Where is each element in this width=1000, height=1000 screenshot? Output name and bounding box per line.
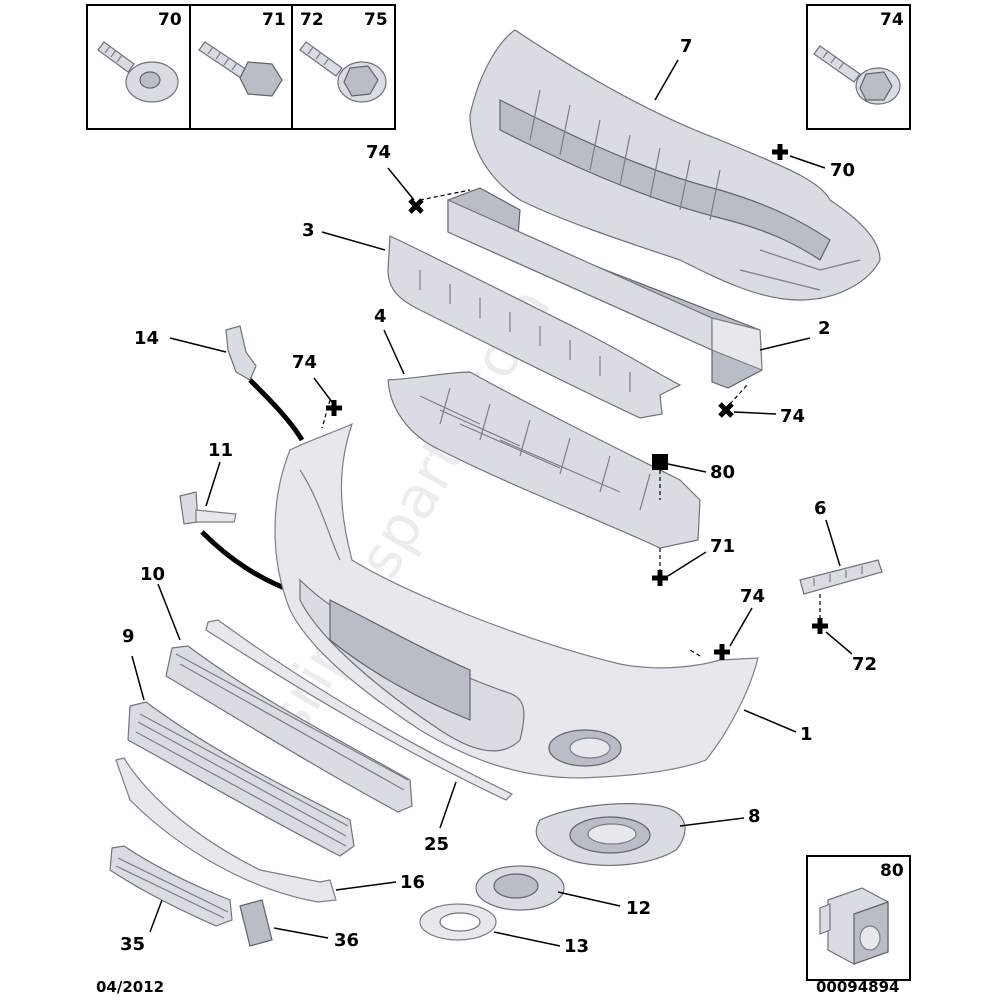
callout-7: 7	[680, 36, 693, 57]
callout-1: 1	[800, 724, 813, 745]
callout-35: 35	[120, 934, 145, 955]
callout-13: 13	[564, 936, 589, 957]
callout-74-bumper: 74	[740, 586, 765, 607]
callout-8: 8	[748, 806, 761, 827]
lower-deflector-part-4	[387, 371, 701, 549]
dashed-connectors	[321, 189, 821, 657]
callout-14: 14	[134, 328, 159, 349]
upper-grille-part-10	[165, 645, 413, 813]
callout-36: 36	[334, 930, 359, 951]
fog-lamp-part-12	[475, 865, 565, 911]
callout-2: 2	[818, 318, 831, 339]
chrome-trim-part-16	[115, 757, 337, 903]
fog-ring-part-13	[419, 903, 497, 941]
callout-70: 70	[830, 160, 855, 181]
panel-part-36	[239, 899, 273, 947]
bumper-cover-part-1	[274, 422, 759, 779]
fastener-detail-box: 70 71 72 75	[86, 4, 396, 130]
callout-74-right: 74	[780, 406, 805, 427]
marker-symbols	[326, 144, 828, 660]
bolt-72-75-icon	[299, 41, 387, 103]
lower-grille-part-9	[127, 701, 355, 857]
callout-12: 12	[626, 898, 651, 919]
footer-reference-number: 00094894	[816, 978, 900, 996]
absorber-part-3	[387, 235, 682, 419]
screw-74-detail-box: 74	[806, 4, 911, 130]
trim-strip-part-25	[205, 619, 514, 801]
plus-marker-70	[772, 144, 788, 160]
box-label-71: 71	[262, 10, 286, 30]
callout-71: 71	[710, 536, 735, 557]
box-label-75: 75	[364, 10, 388, 30]
box-label-80: 80	[880, 861, 904, 881]
box-label-70: 70	[158, 10, 182, 30]
screw-74-icon	[813, 45, 901, 105]
square-marker-80	[652, 454, 668, 470]
callout-25: 25	[424, 834, 449, 855]
callout-16: 16	[400, 872, 425, 893]
bolt-71-icon	[198, 41, 283, 97]
plus-marker-74-bumper	[714, 644, 730, 660]
cross-marker-74-top	[408, 198, 424, 214]
callout-11: 11	[208, 440, 233, 461]
callout-80: 80	[710, 462, 735, 483]
callout-74-top: 74	[366, 142, 391, 163]
bumper-beam-part-2	[447, 187, 763, 389]
fog-bezel-part-8	[535, 803, 686, 867]
callout-10: 10	[140, 564, 165, 585]
callout-72: 72	[852, 654, 877, 675]
bracket-part-6	[799, 559, 883, 595]
callout-74-left: 74	[292, 352, 317, 373]
callout-9: 9	[122, 626, 135, 647]
clip-80-detail-box: 80	[806, 855, 911, 981]
box-label-72: 72	[300, 10, 324, 30]
callout-3: 3	[302, 220, 315, 241]
plus-marker-74-left	[326, 400, 342, 416]
cage-nut-80-icon	[819, 887, 889, 965]
callout-labels: 7 70 74 3 2 74 4 14 74 80 11 71 6 10 74 …	[120, 36, 877, 957]
side-grille-part-35	[109, 845, 233, 927]
plus-marker-72	[812, 618, 828, 634]
footer-date: 04/2012	[96, 978, 164, 996]
leader-lines	[131, 59, 853, 947]
bracket-part-14	[225, 325, 305, 442]
clip-70-icon	[97, 41, 179, 103]
box-label-74: 74	[880, 10, 904, 30]
callout-6: 6	[814, 498, 827, 519]
plus-marker-71	[652, 570, 668, 586]
grille-carrier-part-7	[469, 29, 881, 301]
callout-4: 4	[374, 306, 387, 327]
cross-marker-74-right	[718, 402, 734, 418]
